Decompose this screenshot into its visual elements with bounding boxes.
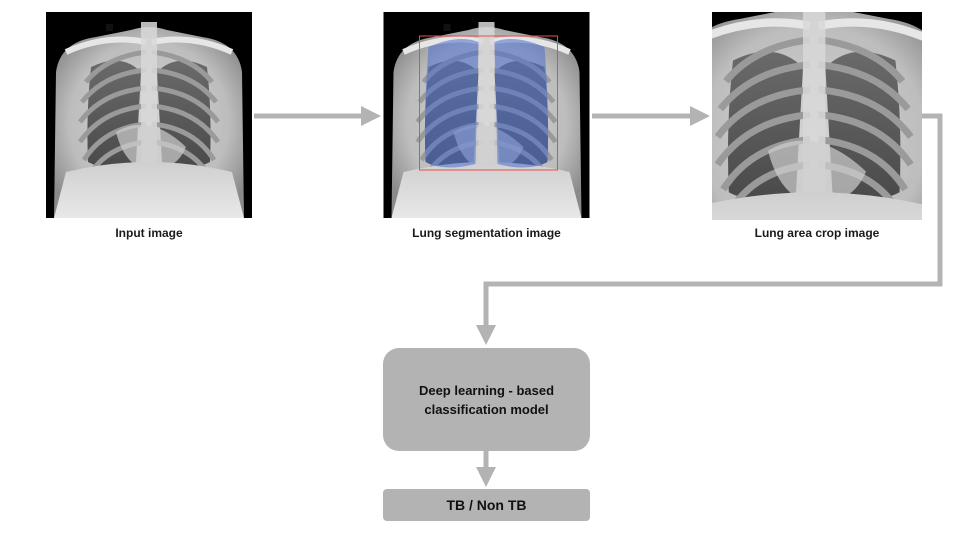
left-lung-mask <box>424 38 479 168</box>
input-image-caption: Input image <box>115 226 183 240</box>
classification-model-box: Deep learning - based classification mod… <box>383 348 590 451</box>
segmentation-xray-image <box>383 12 590 218</box>
crop-image-caption: Lung area crop image <box>754 226 880 240</box>
result-label: TB / Non TB <box>446 497 527 513</box>
result-box: TB / Non TB <box>383 489 590 521</box>
model-label: Deep learning - based classification mod… <box>418 382 555 417</box>
crop-xray-image <box>712 12 922 220</box>
right-lung-mask <box>494 38 549 168</box>
lung-bounding-box <box>419 35 558 171</box>
input-xray-image <box>46 12 252 218</box>
arrow-crop-to-model <box>476 113 943 345</box>
segmentation-image-caption: Lung segmentation image <box>412 226 561 240</box>
